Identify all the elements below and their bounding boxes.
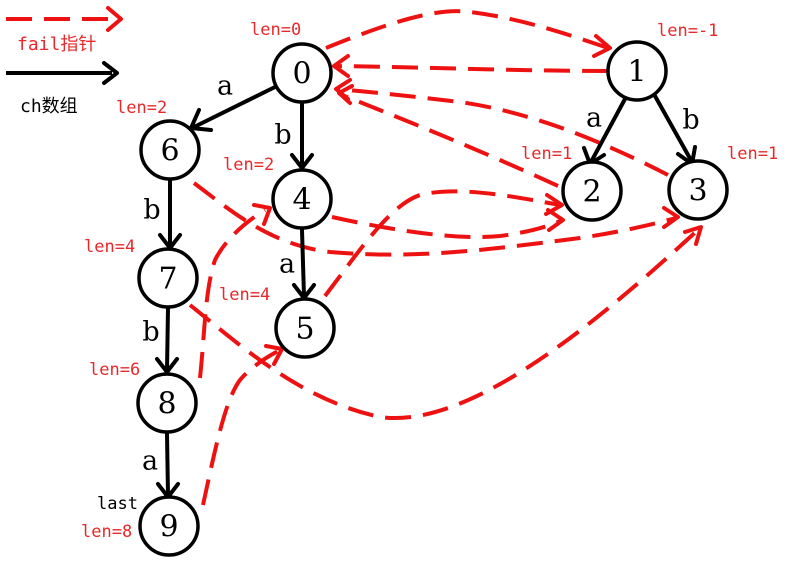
fail-edge-7-to-3 (188, 226, 702, 421)
node-label: 6 (160, 134, 179, 169)
ch-edge-8-to-9 (165, 432, 170, 497)
ch-char-4-to-5: a (279, 249, 295, 280)
ch-arrowhead-7-to-8 (155, 357, 179, 374)
node-len: len=6 (89, 360, 140, 380)
node-9: 9 len=8 last (81, 494, 200, 557)
fail-edge-2-to-0 (341, 93, 559, 188)
fail-edges (188, 9, 703, 506)
node-circle (271, 42, 333, 104)
ch-edges: a b a b b a b a (142, 71, 700, 499)
ch-char-0-to-4: b (274, 120, 291, 151)
node-label: 9 (159, 510, 178, 545)
fail-arrowhead-5-to-2 (544, 193, 564, 216)
node-3: 3 len=1 (667, 144, 778, 221)
node-7: 7 len=4 (84, 237, 199, 309)
nodes: 0 len=0 1 len=-1 2 len=1 3 len=1 4 len=2… (81, 20, 778, 557)
ch-char-8-to-9: a (142, 446, 158, 477)
node-len: len=0 (250, 20, 301, 40)
node-circle (137, 247, 199, 309)
fail-edge-4-to-2 (331, 215, 563, 239)
node-circle (138, 495, 200, 557)
legend-ch-arrowhead (102, 61, 119, 85)
node-len: len=2 (223, 155, 274, 175)
node-circle (136, 372, 198, 434)
node-label: 0 (292, 57, 311, 92)
ch-edge-4-to-5 (300, 228, 306, 298)
node-circle (139, 119, 201, 181)
ch-char-1-to-3: b (682, 105, 699, 136)
ch-arrowhead-0-to-4 (290, 153, 314, 170)
node-5: 5 len=4 (219, 285, 336, 359)
ch-char-0-to-6: a (217, 71, 233, 102)
legend-fail-label: fail指针 (17, 34, 96, 55)
node-len: len=2 (116, 98, 167, 118)
node-label: 1 (627, 55, 646, 90)
node-circle (606, 40, 668, 102)
node-label: 8 (157, 387, 176, 422)
node-len: len=-1 (657, 21, 718, 41)
fail-edge-1-to-0 (335, 64, 609, 73)
fail-edge-3-to-0 (337, 87, 669, 177)
fail-arrowhead-1-to-0 (332, 54, 350, 78)
node-6: 6 len=2 (116, 98, 201, 181)
fail-edge-5-to-2 (323, 189, 561, 298)
fail-arrowhead-6-to-3 (662, 206, 680, 229)
fail-edge-0-to-1 (325, 9, 609, 50)
node-len: len=4 (84, 237, 135, 257)
fail-arrowhead-4-to-2 (546, 208, 565, 232)
ch-char-7-to-8: b (142, 317, 159, 348)
node-len: len=1 (727, 144, 778, 164)
fail-arrowhead-7-to-3 (683, 225, 703, 246)
ch-edge-1-to-2 (589, 97, 627, 164)
node-8: 8 len=6 (89, 360, 198, 434)
fail-arrowhead-9-to-5 (264, 344, 284, 366)
node-label: 7 (158, 262, 177, 297)
node-label: 3 (688, 174, 707, 209)
node-circle (561, 160, 623, 222)
node-last-tag: last (97, 494, 138, 514)
node-circle (274, 297, 336, 359)
fail-edge-9-to-5 (201, 348, 281, 506)
node-label: 5 (295, 312, 314, 347)
node-circle (271, 168, 333, 230)
legend: fail指针 ch数组 (6, 6, 123, 117)
node-label: 4 (292, 183, 311, 218)
node-len: len=1 (521, 144, 572, 164)
legend-ch-label: ch数组 (20, 96, 78, 117)
fail-arrowhead-0-to-1 (592, 34, 612, 58)
fail-arrowhead-8-to-4 (252, 203, 272, 226)
ch-edge-0-to-6 (192, 85, 277, 129)
node-len: len=4 (219, 285, 270, 305)
legend-fail-arrowhead (106, 6, 123, 32)
ch-char-6-to-7: b (143, 195, 160, 226)
node-2: 2 len=1 (521, 144, 623, 222)
ch-char-1-to-2: a (586, 103, 602, 134)
node-0: 0 len=0 (250, 20, 333, 104)
node-1: 1 len=-1 (606, 21, 718, 102)
fail-edge-8-to-4 (198, 208, 267, 379)
node-circle (667, 159, 729, 221)
node-4: 4 len=2 (223, 155, 333, 230)
fail-arrowhead-3-to-0 (334, 78, 352, 101)
node-label: 2 (582, 175, 601, 210)
ch-edge-1-to-3 (653, 94, 694, 164)
node-len: len=8 (81, 522, 132, 542)
ch-edge-7-to-8 (165, 306, 170, 372)
